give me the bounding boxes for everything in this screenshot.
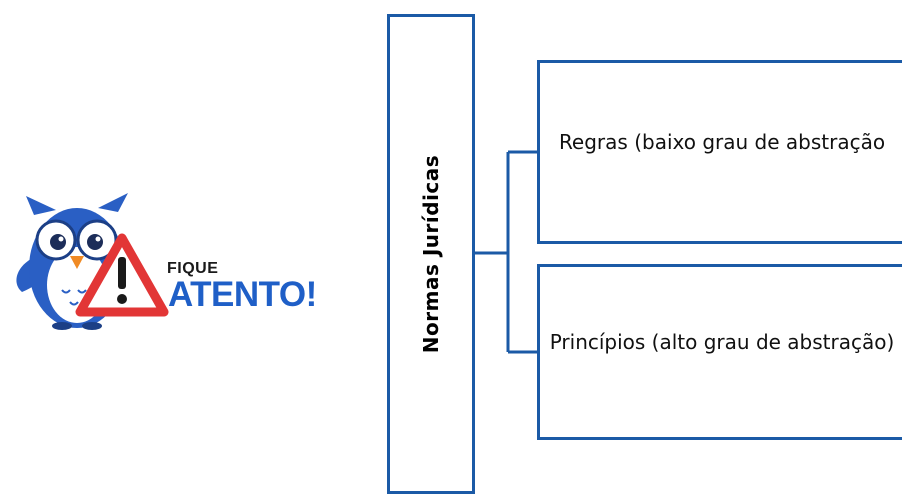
child-node-principles-box xyxy=(537,264,902,440)
fique-atento-logo xyxy=(16,193,169,330)
child-node-rules-label: Regras (baixo grau de abstração xyxy=(558,130,886,154)
root-node-box xyxy=(387,14,475,494)
child-node-rules-box xyxy=(537,60,902,244)
badge-atento-text: ATENTO! xyxy=(168,275,317,314)
badge-fique-text: FIQUE xyxy=(167,260,219,277)
child-node-principles-label: Princípios (alto grau de abstração) xyxy=(549,330,895,354)
warning-triangle-icon xyxy=(75,233,169,317)
